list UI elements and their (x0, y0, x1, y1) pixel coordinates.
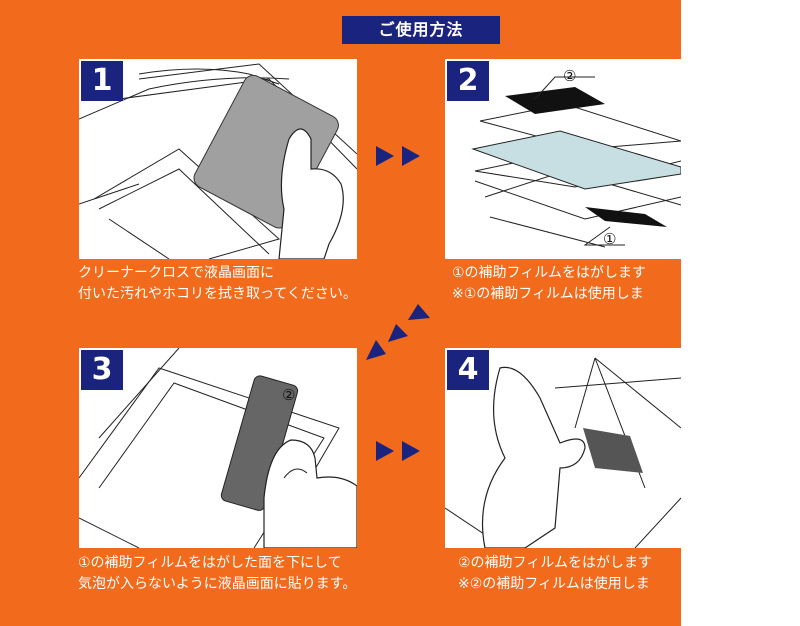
step-2-caption-line-2: ※①の補助フィルムは使用しま (452, 286, 644, 302)
film-2-label: ② (563, 67, 576, 85)
step-1-number: 1 (81, 61, 123, 101)
film-layers-illustration: ② ① (471, 67, 681, 248)
film-1-label: ① (603, 230, 616, 248)
page-title: ご使用方法 (342, 16, 500, 44)
step-3-caption-line-2: 気泡が入らないように液晶画面に貼ります。 (78, 576, 357, 592)
step-4-caption: ②の補助フィルムをはがします ※②の補助フィルムは使用しま (458, 553, 652, 595)
step-4-caption-line-1: ②の補助フィルムをはがします (458, 555, 652, 571)
step-1-illustration: 1 (79, 59, 357, 259)
step-2-number: 2 (447, 61, 489, 101)
double-triangle-arrow-icon (376, 146, 420, 166)
applying-film-illustration: ② (79, 348, 357, 548)
instruction-sheet: ご使用方法 1 クリーナークロスで液晶画面に 付いた汚れやホコリを拭き取ってくだ… (0, 0, 681, 626)
step-3-caption: ①の補助フィルムをはがした面を下にして 気泡が入らないように液晶画面に貼ります。 (78, 553, 356, 595)
step-3-number: 3 (81, 350, 123, 390)
double-triangle-arrow-icon (366, 304, 430, 360)
step-2-caption-line-1: ①の補助フィルムをはがします (452, 265, 646, 281)
step-2-caption: ①の補助フィルムをはがします ※①の補助フィルムは使用しま (452, 263, 646, 305)
step-4-number: 4 (447, 350, 489, 390)
step-4-illustration: 4 (445, 348, 681, 548)
step-3-illustration: 3 ② (79, 348, 357, 548)
step-1-caption-line-1: クリーナークロスで液晶画面に (78, 265, 274, 281)
card-label: ② (282, 386, 295, 404)
step-1-caption: クリーナークロスで液晶画面に 付いた汚れやホコリを拭き取ってください。 (78, 263, 357, 305)
step-1-caption-line-2: 付いた汚れやホコリを拭き取ってください。 (78, 286, 357, 302)
step-3-caption-line-1: ①の補助フィルムをはがした面を下にして (78, 555, 342, 571)
double-triangle-arrow-icon (376, 441, 420, 461)
step-4-caption-line-2: ※②の補助フィルムは使用しま (458, 576, 650, 592)
cleaning-illustration (79, 63, 357, 259)
peeling-film-illustration (445, 357, 681, 548)
step-2-illustration: 2 ② ① (445, 59, 681, 259)
